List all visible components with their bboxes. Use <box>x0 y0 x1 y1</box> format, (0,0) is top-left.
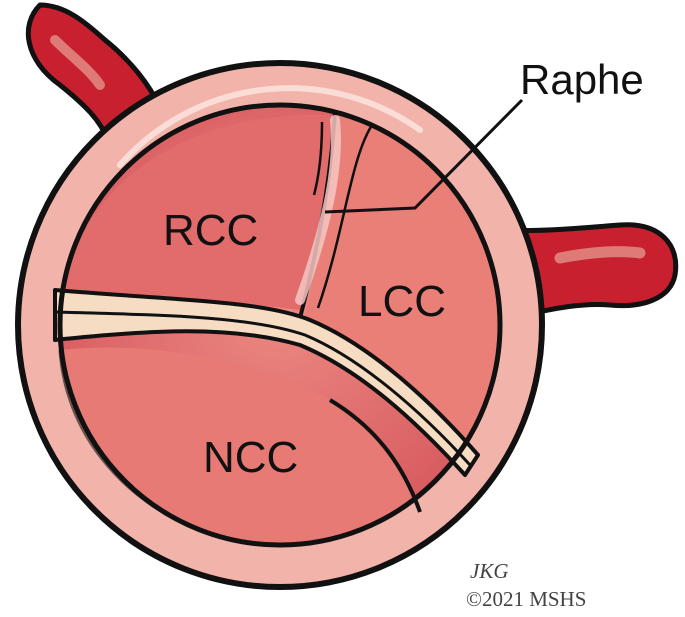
lcc-label: LCC <box>358 277 446 326</box>
raphe-line <box>295 115 374 309</box>
ncc-cusp <box>60 347 420 545</box>
rcc-label: RCC <box>163 206 258 255</box>
commissure-band <box>53 288 480 513</box>
copyright-credit: ©2021 MSHS <box>466 587 586 611</box>
lcc-cusp <box>305 115 500 460</box>
rcc-cusp <box>60 114 330 310</box>
raphe-pointer-line <box>324 98 524 214</box>
left-coronary-artery <box>497 222 679 323</box>
ncc-label: NCC <box>203 433 298 482</box>
author-credit: JKG <box>470 559 509 583</box>
raphe-label: Raphe <box>520 56 644 103</box>
